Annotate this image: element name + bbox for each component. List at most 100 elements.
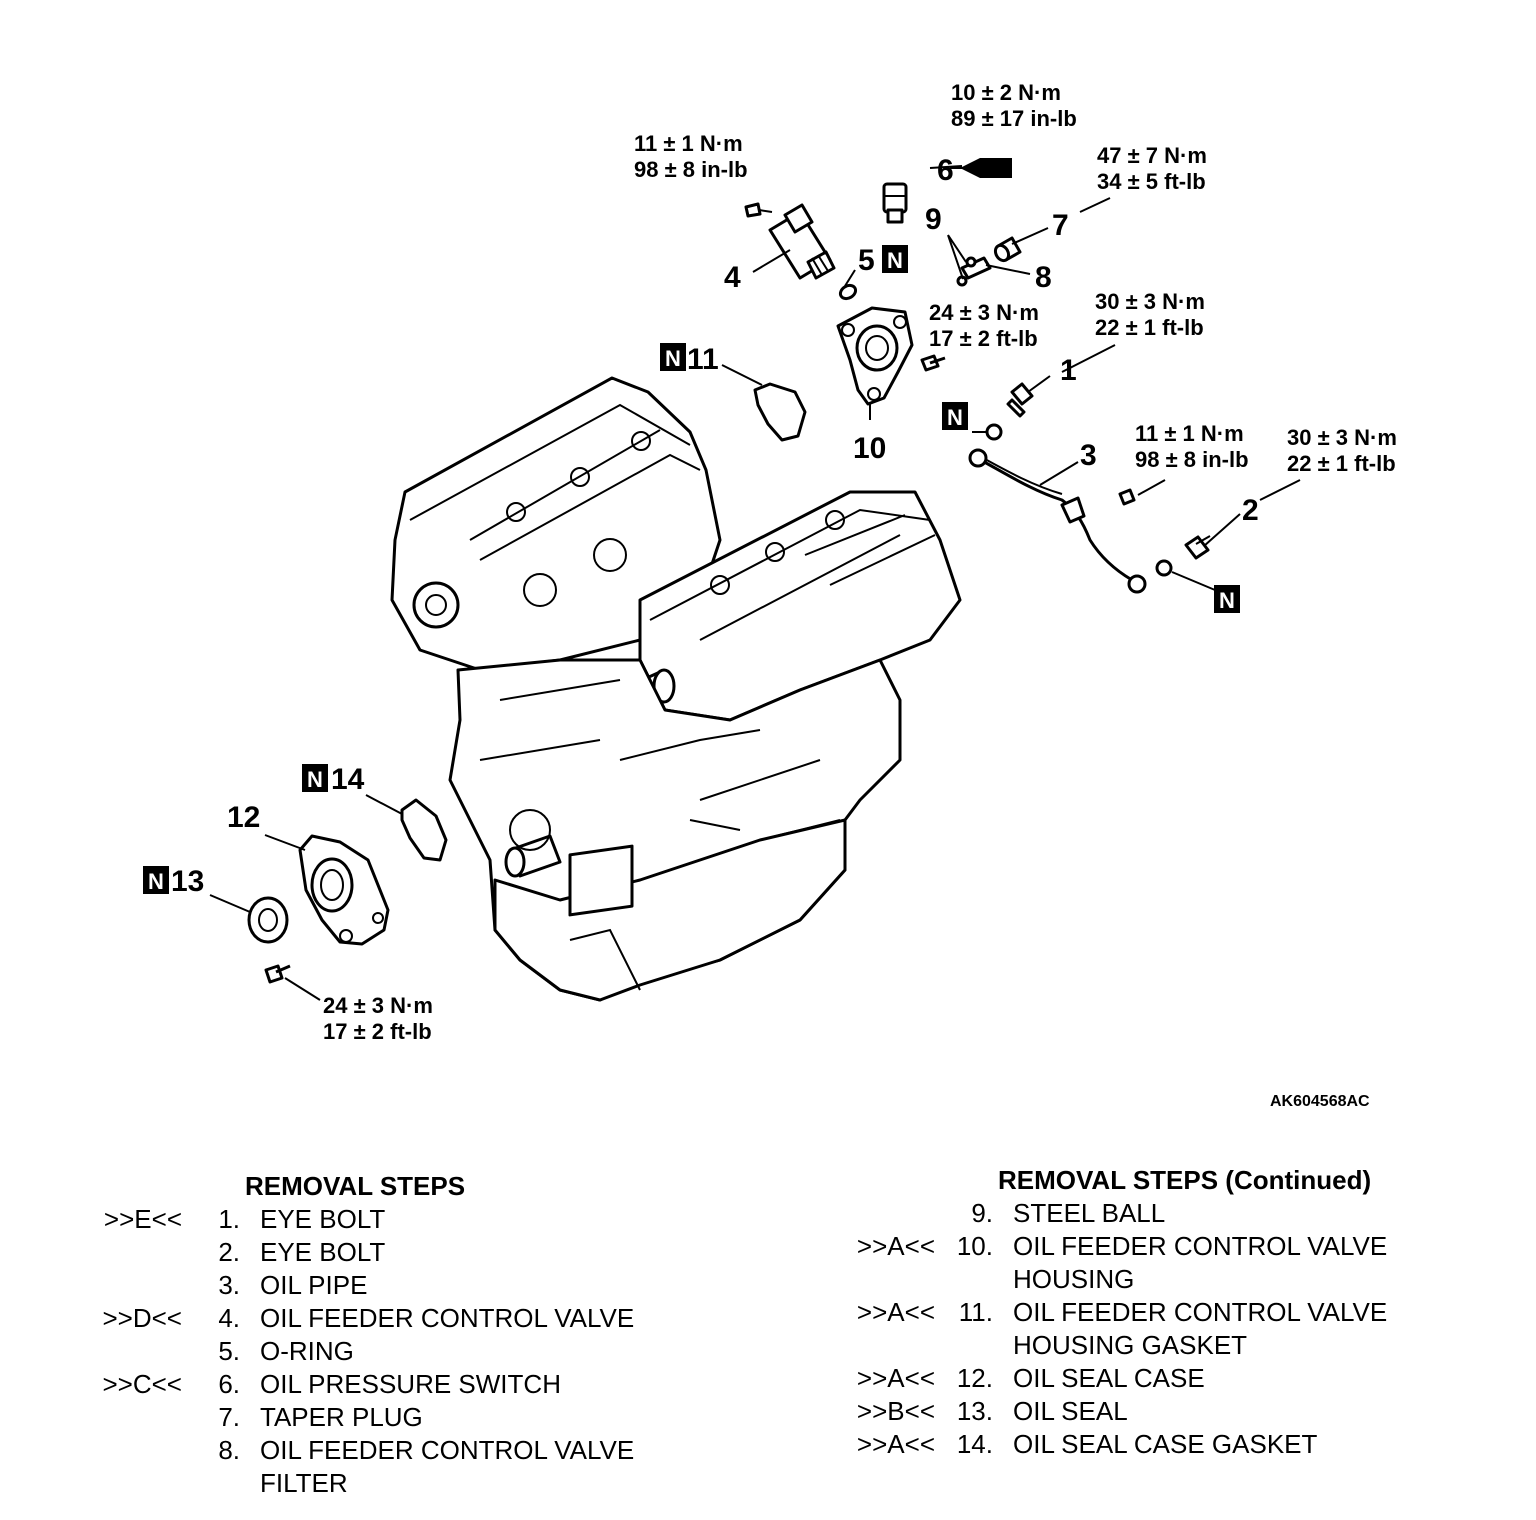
step-row: 2.EYE BOLT xyxy=(82,1236,690,1269)
removal-steps-continued-list: REMOVAL STEPS (Continued) 9. STEEL BALL >>… xyxy=(835,1164,1443,1461)
step-row: 8. OIL FEEDER CONTROL VALVE FILTER xyxy=(82,1434,690,1500)
step-row: >>A<< 11. OIL FEEDER CONTROL VALVE HOUSING… xyxy=(835,1296,1443,1362)
step-label: OIL SEAL xyxy=(1013,1396,1128,1426)
svg-text:N: N xyxy=(887,248,903,273)
callout-5: 5 xyxy=(858,244,875,277)
step-label: EYE BOLT xyxy=(260,1204,386,1234)
step-number: 5. xyxy=(218,1336,240,1366)
step-mark: >>D<< xyxy=(102,1303,182,1333)
new-part-badge-14: N xyxy=(302,764,328,792)
step-label: OIL SEAL CASE GASKET xyxy=(1013,1429,1318,1459)
step-row: 7. TAPER PLUG xyxy=(82,1401,690,1434)
svg-text:N: N xyxy=(1219,588,1235,613)
taper-plug-part xyxy=(993,236,1022,263)
step-number: 2. xyxy=(218,1237,240,1267)
step-row: >>D<< 4. OIL FEEDER CONTROL VALVE xyxy=(82,1302,690,1335)
valve-bolt-part xyxy=(744,202,773,218)
step-number: 10. xyxy=(956,1231,993,1261)
torque-pipe-bolt-inlb: 98 ± 8 in-lb xyxy=(1135,447,1249,472)
step-mark: >>C<< xyxy=(102,1369,182,1399)
step-row: 5.O-RING xyxy=(82,1335,690,1368)
engine-block xyxy=(390,376,962,1002)
callout-10: 10 xyxy=(853,432,886,465)
step-number: 4. xyxy=(218,1303,240,1333)
step-mark: >>E<< xyxy=(103,1204,182,1234)
step-number: 13. xyxy=(956,1396,993,1426)
torque-switch-inlb: 89 ± 17 in-lb xyxy=(951,106,1077,131)
torque-eye-bolt-1-nm: 30 ± 3 N·m xyxy=(1095,289,1205,314)
oil-seal-case-part xyxy=(298,834,390,946)
pipe-washer-part xyxy=(985,423,1003,441)
torque-housing-bolt-ftlb: 17 ± 2 ft-lb xyxy=(929,326,1038,351)
removal-steps-continued-heading: REMOVAL STEPS (Continued) xyxy=(998,1165,1372,1195)
torque-valve-bolt-inlb: 98 ± 8 in-lb xyxy=(634,157,748,182)
step-mark xyxy=(82,1434,192,1500)
figure-id: AK604568AC xyxy=(1270,1093,1370,1110)
sealant-tube-icon xyxy=(950,158,1012,178)
step-label: OIL FEEDER CONTROL VALVE FILTER xyxy=(260,1435,635,1498)
step-mark: >>A<< xyxy=(856,1429,935,1459)
step-label: OIL FEEDER CONTROL VALVE HOUSING GASKET xyxy=(1013,1297,1388,1360)
exploded-engine-diagram: 11 ± 1 N·m 98 ± 8 in-lb 10 ± 2 N·m 89 ± … xyxy=(143,80,1397,1110)
step-number: 9. xyxy=(971,1198,993,1228)
callout-1: 1 xyxy=(1060,354,1077,387)
housing-gasket-part xyxy=(753,382,807,442)
torque-taper-plug-ftlb: 34 ± 5 ft-lb xyxy=(1097,169,1206,194)
step-mark xyxy=(82,1335,192,1368)
step-row: >>A<<10.OIL FEEDER CONTROL VALVE HOUSING xyxy=(835,1230,1443,1296)
torque-eye-bolt-2-nm: 30 ± 3 N·m xyxy=(1287,425,1397,450)
step-mark xyxy=(82,1236,192,1269)
step-number: 11. xyxy=(958,1297,993,1327)
step-row: >>B<<13.OIL SEAL xyxy=(835,1395,1443,1428)
svg-text:N: N xyxy=(665,346,681,371)
svg-text:N: N xyxy=(148,869,164,894)
torque-switch-nm: 10 ± 2 N·m xyxy=(951,80,1061,105)
step-label: TAPER PLUG xyxy=(260,1402,423,1432)
pipe-bolt-part xyxy=(1118,488,1136,506)
step-label: OIL PRESSURE SWITCH xyxy=(260,1369,561,1399)
step-row: >>A<< 12. OIL SEAL CASE xyxy=(835,1362,1443,1395)
callout-6: 6 xyxy=(937,154,954,187)
torque-seal-case-ftlb: 17 ± 2 ft-lb xyxy=(323,1019,432,1044)
oil-seal-case-gasket-part xyxy=(400,798,448,862)
step-label: OIL FEEDER CONTROL VALVE xyxy=(260,1303,635,1333)
eye-bolt-1-part xyxy=(1006,382,1034,418)
torque-eye-bolt-2-ftlb: 22 ± 1 ft-lb xyxy=(1287,451,1396,476)
step-label: OIL SEAL CASE xyxy=(1013,1363,1205,1393)
callout-7: 7 xyxy=(1052,209,1069,242)
step-mark xyxy=(82,1401,192,1434)
eye-bolt-2-washer-part xyxy=(1155,559,1173,577)
callout-12: 12 xyxy=(227,801,260,834)
new-part-badge-11: N xyxy=(660,343,686,371)
step-number: 8. xyxy=(218,1435,240,1465)
step-label: STEEL BALL xyxy=(1013,1198,1166,1228)
step-number: 3. xyxy=(218,1270,240,1300)
step-number: 12. xyxy=(956,1363,993,1393)
torque-taper-plug-nm: 47 ± 7 N·m xyxy=(1097,143,1207,168)
new-part-badge-eye-bolt-2-washer: N xyxy=(1214,585,1240,613)
step-mark: >>A<< xyxy=(856,1231,935,1261)
new-part-badge-5: N xyxy=(882,245,908,273)
step-row: >>C<<6.OIL PRESSURE SWITCH xyxy=(82,1368,690,1401)
new-part-badge-pipe-washer: N xyxy=(942,402,968,430)
step-row: >>A<< 14. OIL SEAL CASE GASKET xyxy=(835,1428,1443,1461)
step-number: 14. xyxy=(956,1429,993,1459)
torque-valve-bolt-nm: 11 ± 1 N·m xyxy=(634,131,743,156)
callout-2: 2 xyxy=(1242,494,1259,527)
callout-11: 11 xyxy=(687,343,719,376)
step-mark xyxy=(835,1197,945,1230)
oil-pressure-switch-part xyxy=(882,182,908,224)
step-number: 7. xyxy=(218,1402,240,1432)
o-ring-part xyxy=(838,283,858,301)
step-mark: >>A<< xyxy=(856,1297,935,1327)
step-row: 9. STEEL BALL xyxy=(835,1197,1443,1230)
callout-14: 14 xyxy=(331,763,365,796)
torque-housing-bolt-nm: 24 ± 3 N·m xyxy=(929,300,1039,325)
eye-bolt-2-part xyxy=(1184,535,1211,560)
oil-pipe-part xyxy=(968,448,1147,594)
step-mark: >>A<< xyxy=(856,1363,935,1393)
step-row: >>E<<1.EYE BOLT xyxy=(82,1203,690,1236)
new-part-badge-13: N xyxy=(143,866,169,894)
svg-text:N: N xyxy=(307,767,323,792)
oil-feeder-control-valve-housing-part xyxy=(836,306,914,406)
